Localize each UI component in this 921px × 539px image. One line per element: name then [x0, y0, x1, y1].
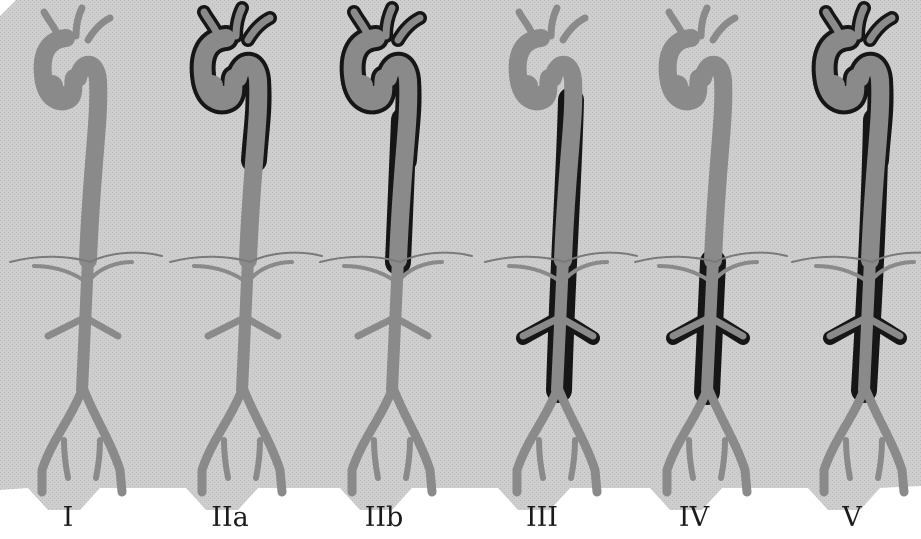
- ascending-aorta-bulb: [362, 86, 378, 97]
- panel-label-1: I: [28, 501, 108, 535]
- panel-label-3: IIb: [344, 501, 424, 535]
- panel-label-5: IV: [654, 501, 734, 535]
- ascending-aorta-bulb: [212, 86, 228, 97]
- ascending-aorta-bulb: [834, 86, 850, 97]
- ascending-aorta-bulb: [677, 86, 693, 97]
- ascending-aorta-bulb: [52, 86, 68, 97]
- panel-label-6: V: [812, 501, 892, 535]
- panel-label-4: III: [502, 501, 582, 535]
- panel-label-2: IIa: [190, 501, 270, 535]
- ascending-aorta-bulb: [527, 86, 543, 97]
